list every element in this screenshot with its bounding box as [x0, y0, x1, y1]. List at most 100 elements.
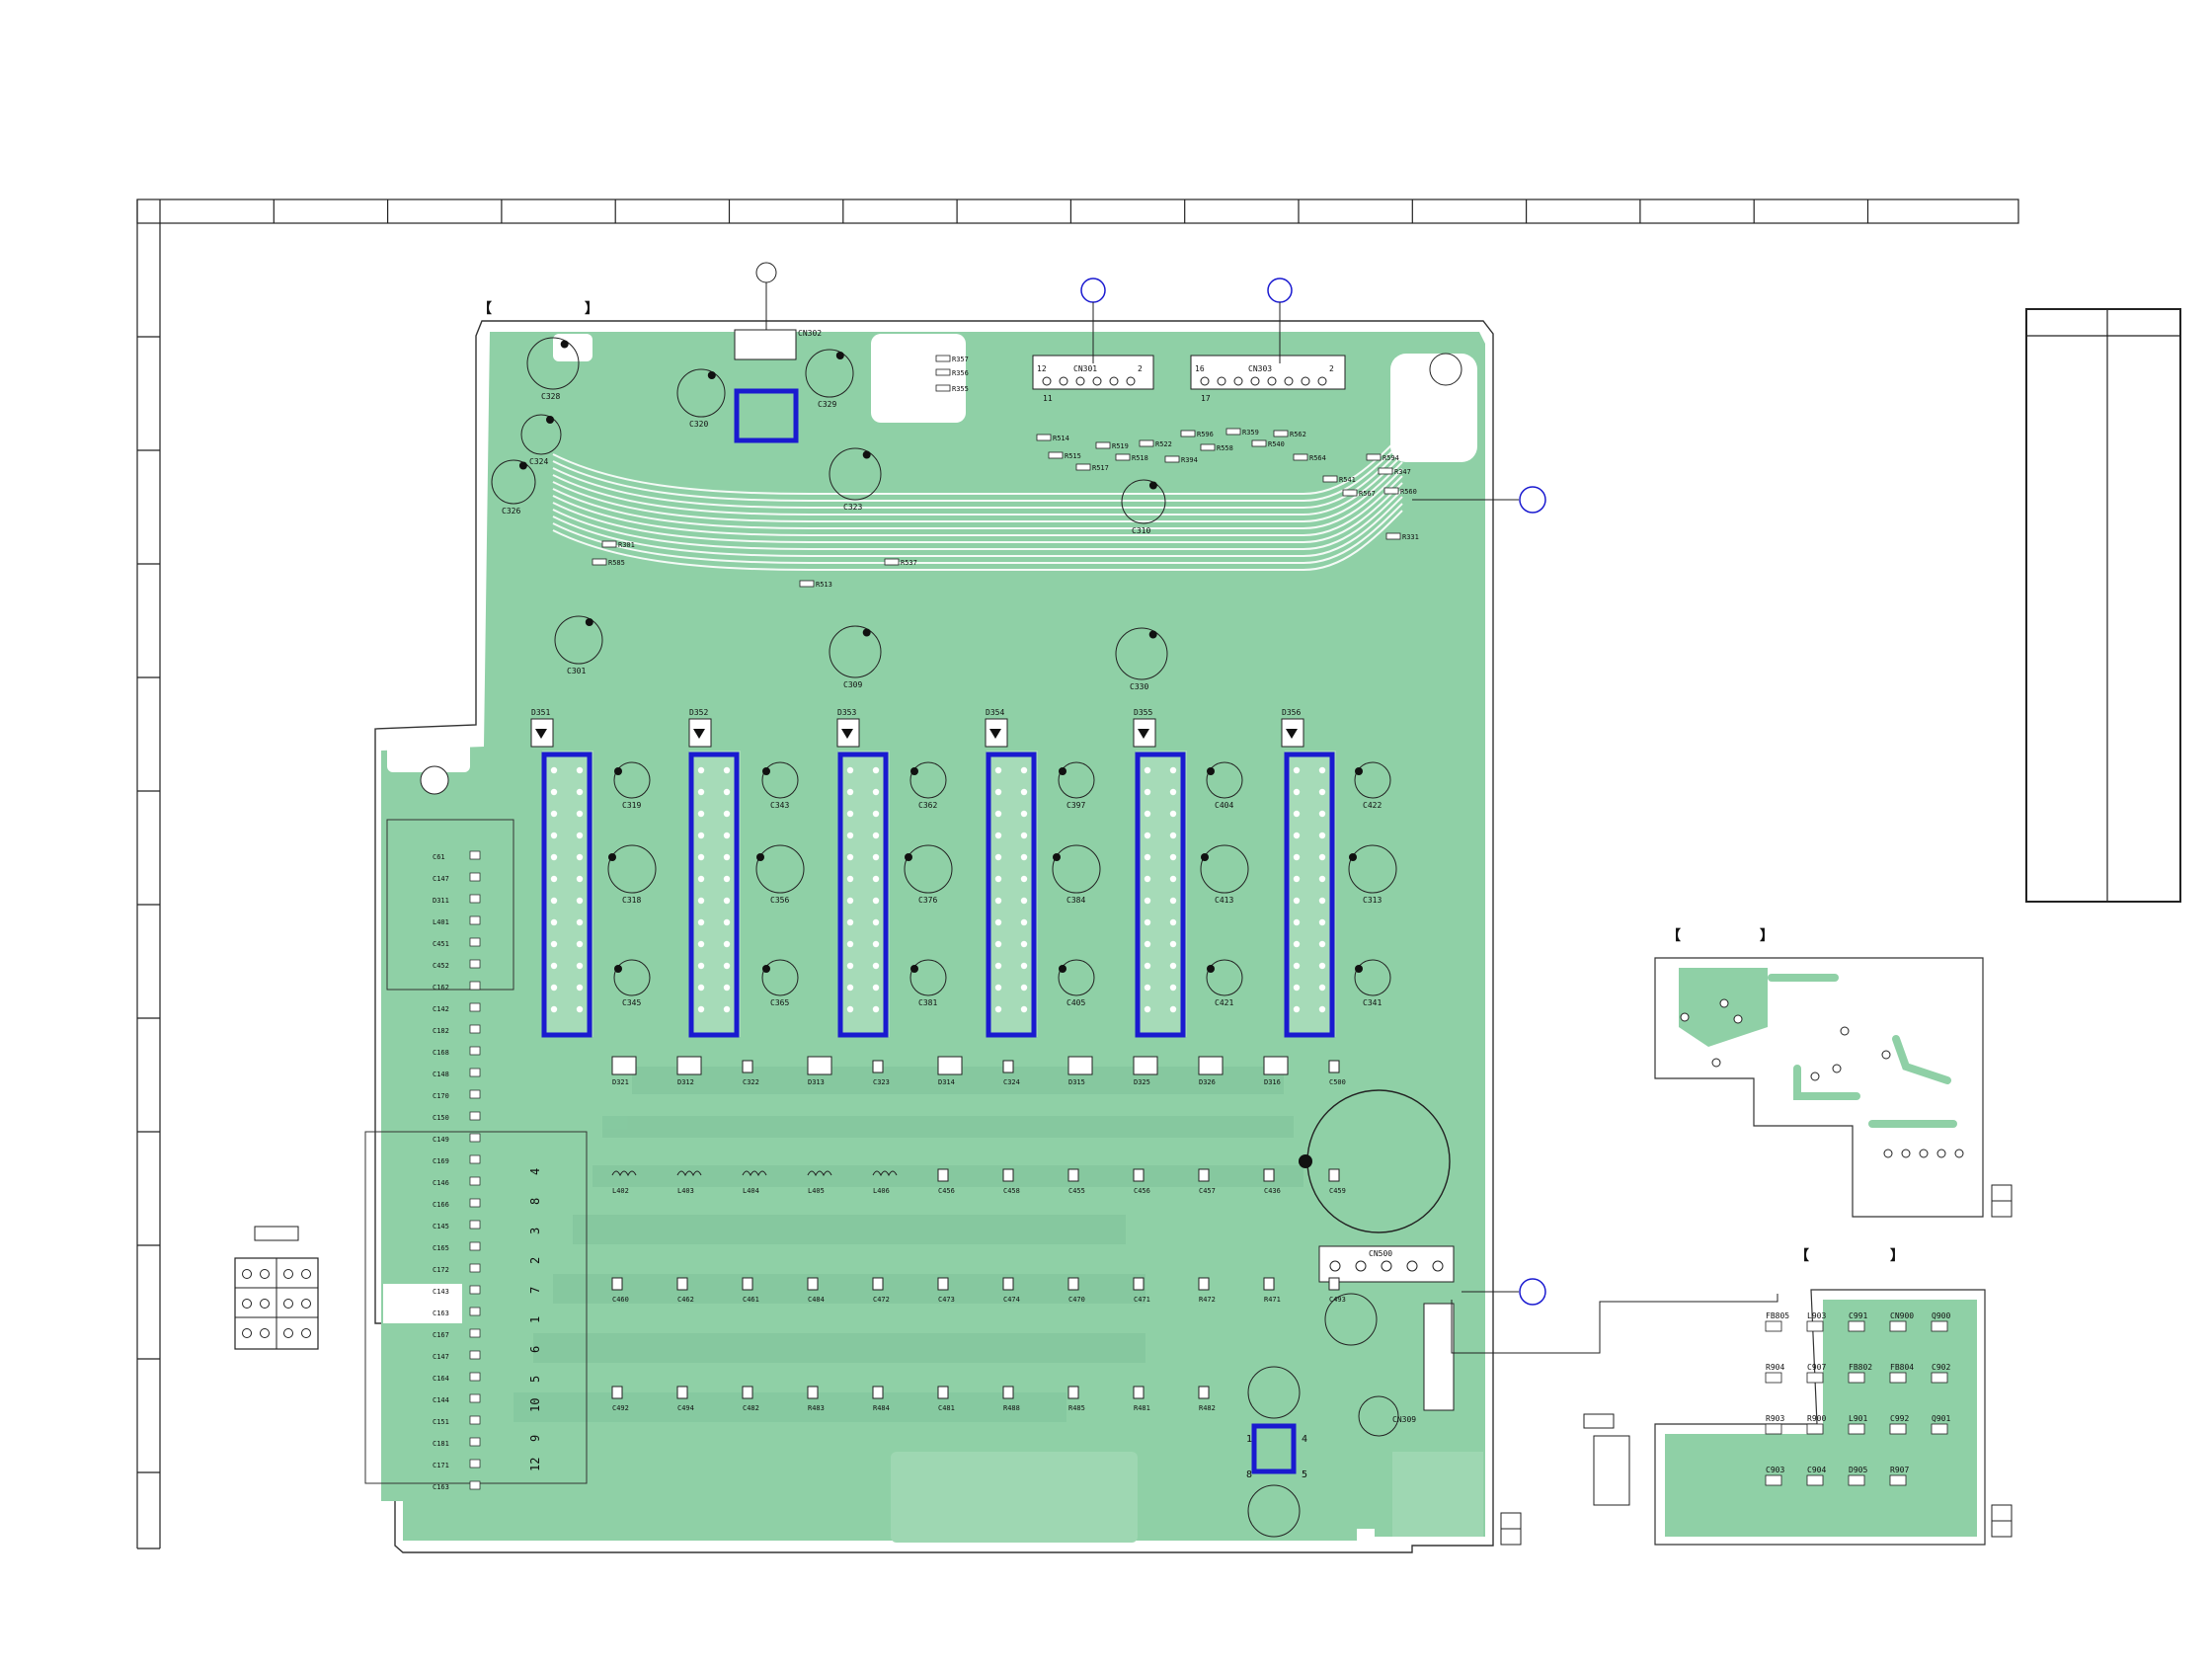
ic-pin [697, 832, 705, 839]
capacitor [611, 1277, 623, 1291]
resistor [601, 540, 617, 548]
part-label: C471 [1134, 1296, 1150, 1304]
ic-pin [994, 875, 1002, 883]
capacitor [469, 1241, 481, 1251]
ic-pin [576, 984, 584, 992]
resistor-label: R355 [952, 385, 969, 393]
svg-text:】: 】 [585, 301, 598, 317]
part-label: R471 [1264, 1296, 1281, 1304]
capacitor [469, 1263, 481, 1273]
resistor [1251, 439, 1267, 447]
ic-pin [1144, 1005, 1151, 1013]
ic-pin [723, 962, 731, 970]
sub-board-a [1654, 957, 2013, 1218]
ic-pin [994, 766, 1002, 774]
callout-cn301 [1080, 278, 1106, 303]
electrolytic-capacitor [520, 414, 562, 455]
diode-symbol [989, 729, 1001, 739]
ic-pin [994, 832, 1002, 839]
resistor [935, 355, 951, 362]
part-label: C459 [1329, 1187, 1346, 1195]
pad-hole [1680, 1012, 1690, 1022]
part-label: R903 [1766, 1414, 1784, 1423]
capacitor [469, 1437, 481, 1447]
ic-pin [1020, 918, 1028, 926]
ic-pin [723, 897, 731, 905]
ic-pin [1318, 940, 1326, 948]
ic-pin [576, 853, 584, 861]
ic-pin [1293, 853, 1301, 861]
part-label: D312 [677, 1078, 694, 1086]
capacitor-polarity-dot [614, 767, 622, 775]
connector-label: CN303 [1248, 364, 1272, 373]
component [1765, 1372, 1782, 1384]
connector-pin [1059, 376, 1068, 386]
ic-pin [994, 940, 1002, 948]
connector-pin-number: 2 [1329, 364, 1334, 373]
diode-label: D356 [1282, 708, 1301, 717]
diode-symbol [841, 729, 853, 739]
ic-pin [1293, 984, 1301, 992]
part-label: C147 [433, 1353, 449, 1361]
ic-pin [723, 853, 731, 861]
part-label: C462 [677, 1296, 694, 1304]
component [1931, 1320, 1948, 1332]
electrolytic-capacitor [607, 844, 657, 894]
ic-pin [576, 810, 584, 818]
connector-cn500 [1318, 1245, 1455, 1283]
resistor [1273, 430, 1289, 437]
key-hole [301, 1328, 311, 1338]
capacitor [1133, 1168, 1145, 1182]
component [1765, 1320, 1782, 1332]
capacitor [469, 1307, 481, 1316]
pad-hole [1883, 1149, 1893, 1158]
ic-pin [846, 853, 854, 861]
ic-pin [846, 897, 854, 905]
capacitor-polarity-dot [707, 371, 716, 379]
part-label: R900 [1807, 1414, 1826, 1423]
callouts [1080, 278, 1546, 1306]
callout-right-bottom [1519, 1278, 1546, 1306]
capacitor [469, 1002, 481, 1012]
ic-pin [723, 766, 731, 774]
component [1889, 1423, 1907, 1435]
bus-trace [552, 434, 1403, 495]
component [1848, 1372, 1865, 1384]
resistor-label: R596 [1197, 431, 1214, 438]
capacitor-polarity-dot [1201, 853, 1209, 861]
component [1889, 1474, 1907, 1486]
capacitor [937, 1386, 949, 1399]
ic-pin [994, 1005, 1002, 1013]
part-label: D325 [1134, 1078, 1150, 1086]
ic-pin [1020, 788, 1028, 796]
capacitor [611, 1386, 623, 1399]
part-label: C165 [433, 1244, 449, 1252]
part-label: C143 [433, 1288, 449, 1296]
ic-pin [576, 962, 584, 970]
part-label: C166 [433, 1201, 449, 1209]
ic-pin [697, 897, 705, 905]
resistor [935, 384, 951, 392]
part-label: C163 [433, 1310, 449, 1317]
ic-pin [576, 788, 584, 796]
resistor-label: R558 [1217, 444, 1233, 452]
electrolytic-capacitor [761, 761, 799, 799]
silk-number: 5 [528, 1376, 542, 1383]
connector-label: CN309 [1392, 1415, 1416, 1424]
capacitor-polarity-dot [910, 965, 918, 973]
electrolytic-capacitor [1206, 761, 1243, 799]
amp-lane [987, 751, 1038, 1037]
resistor [1139, 439, 1154, 447]
grid-rows [137, 336, 160, 1473]
capacitor [742, 1386, 753, 1399]
part-label: C470 [1068, 1296, 1085, 1304]
ic-pin [697, 788, 705, 796]
ic-pin [872, 897, 880, 905]
ic-pin [994, 788, 1002, 796]
part-label: C181 [433, 1440, 449, 1448]
ic-pin [723, 875, 731, 883]
amp-channel-lanes [542, 751, 1336, 1037]
part-label: C456 [1134, 1187, 1150, 1195]
part-label: L901 [1849, 1414, 1867, 1423]
capacitor-polarity-dot [1148, 630, 1157, 639]
